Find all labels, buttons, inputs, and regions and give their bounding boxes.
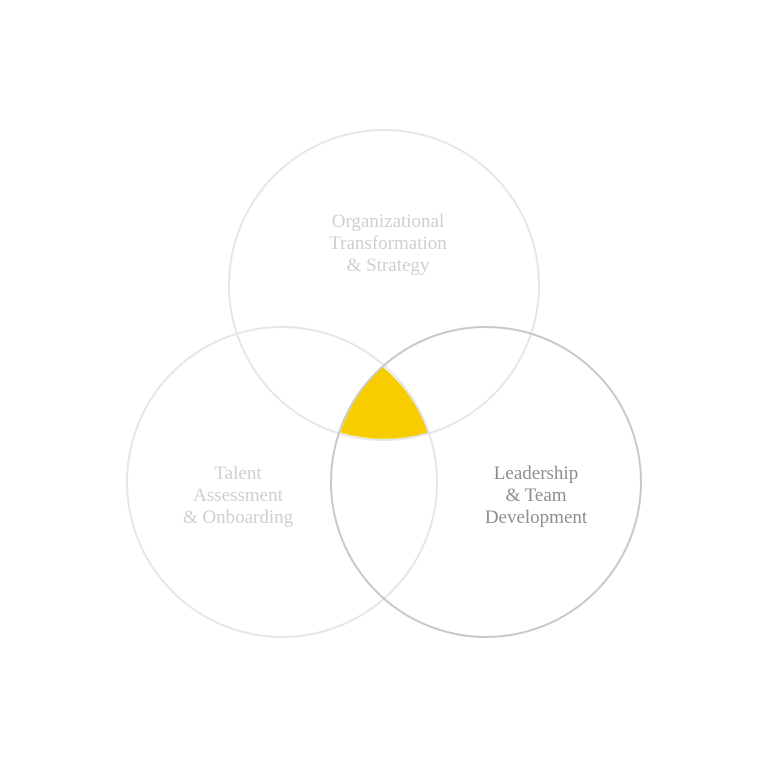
circle-organizational-transformation[interactable] — [228, 129, 540, 441]
circle-talent-assessment[interactable] — [126, 326, 438, 638]
label-line: Assessment — [193, 485, 283, 506]
label-line: Leadership — [493, 463, 579, 484]
label-talent-assessment: Talent Assessment & Onboarding — [138, 463, 338, 529]
center-intersection[interactable] — [340, 367, 429, 439]
label-line: & Strategy — [346, 255, 430, 276]
label-organizational-transformation: Organizational Transformation & Strategy — [288, 211, 488, 277]
label-line: Transformation — [329, 233, 447, 254]
label-line: Development — [484, 507, 588, 528]
label-line: & Onboarding — [182, 507, 294, 528]
label-line: Organizational — [331, 211, 445, 232]
label-line: & Team — [505, 485, 567, 506]
circle-leadership-team-development[interactable] — [330, 326, 642, 638]
label-line: Talent — [214, 463, 262, 484]
label-leadership-team-development: Leadership & Team Development — [436, 463, 636, 529]
